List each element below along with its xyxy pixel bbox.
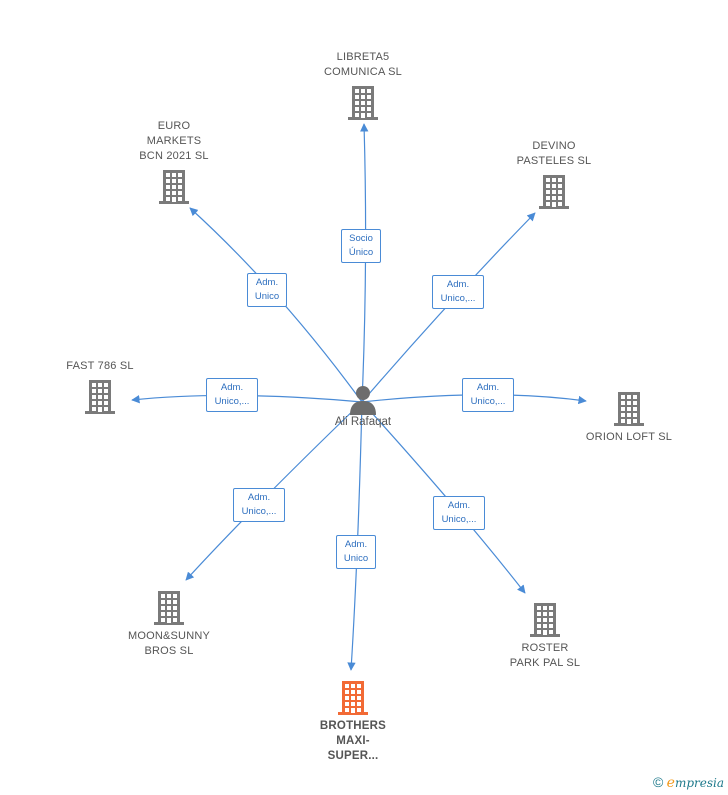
company-label: FAST 786 SL xyxy=(66,360,134,372)
company-node-libreta5[interactable]: LIBRETA5 COMUNICA SL xyxy=(298,50,428,120)
company-label: ROSTER PARK PAL SL xyxy=(509,642,581,669)
relation-label-brothers[interactable]: Adm. Unico xyxy=(336,535,376,569)
relation-label-euro-markets[interactable]: Adm. Unico xyxy=(247,273,287,307)
building-icon xyxy=(338,681,368,715)
building-icon xyxy=(530,603,560,637)
company-node-moon-sunny[interactable]: MOON&SUNNY BROS SL xyxy=(104,589,234,659)
brand-name: mpresia xyxy=(674,776,724,790)
building-icon xyxy=(614,392,644,426)
company-node-brothers[interactable]: BROTHERS MAXI- SUPER... xyxy=(288,679,418,764)
edge-libreta5 xyxy=(360,123,369,403)
relation-label-orion-loft[interactable]: Adm. Unico,... xyxy=(462,378,514,412)
company-label: MOON&SUNNY BROS SL xyxy=(127,630,211,657)
building-icon xyxy=(159,170,189,204)
company-node-orion-loft[interactable]: ORION LOFT SL xyxy=(564,390,694,445)
company-node-devino[interactable]: DEVINO PASTELES SL xyxy=(489,139,619,209)
company-label: ORION LOFT SL xyxy=(585,431,673,443)
company-node-roster[interactable]: ROSTER PARK PAL SL xyxy=(480,601,610,671)
relation-label-devino[interactable]: Adm. Unico,... xyxy=(432,275,484,309)
company-node-fast-786[interactable]: FAST 786 SL xyxy=(35,359,165,414)
relation-label-libreta5[interactable]: Socio Único xyxy=(341,229,381,263)
building-icon xyxy=(348,86,378,120)
company-label: BROTHERS MAXI- SUPER... xyxy=(319,720,387,762)
relation-label-roster[interactable]: Adm. Unico,... xyxy=(433,496,485,530)
empresia-brand: © empresia xyxy=(653,774,724,791)
building-icon xyxy=(154,591,184,625)
copyright-symbol: © xyxy=(652,774,664,790)
company-label: LIBRETA5 COMUNICA SL xyxy=(324,51,402,78)
company-node-euro-markets[interactable]: EURO MARKETS BCN 2021 SL xyxy=(109,119,239,204)
relation-label-moon-sunny[interactable]: Adm. Unico,... xyxy=(233,488,285,522)
center-person-name: Ali Rafaqat xyxy=(334,416,392,428)
brand-initial: e xyxy=(666,775,675,791)
building-icon xyxy=(85,380,115,414)
company-label: DEVINO PASTELES SL xyxy=(516,140,592,167)
building-icon xyxy=(539,175,569,209)
company-label: EURO MARKETS BCN 2021 SL xyxy=(139,120,209,162)
center-person[interactable]: Ali Rafaqat xyxy=(322,384,404,428)
person-icon xyxy=(350,386,376,415)
relation-label-fast-786[interactable]: Adm. Unico,... xyxy=(206,378,258,412)
